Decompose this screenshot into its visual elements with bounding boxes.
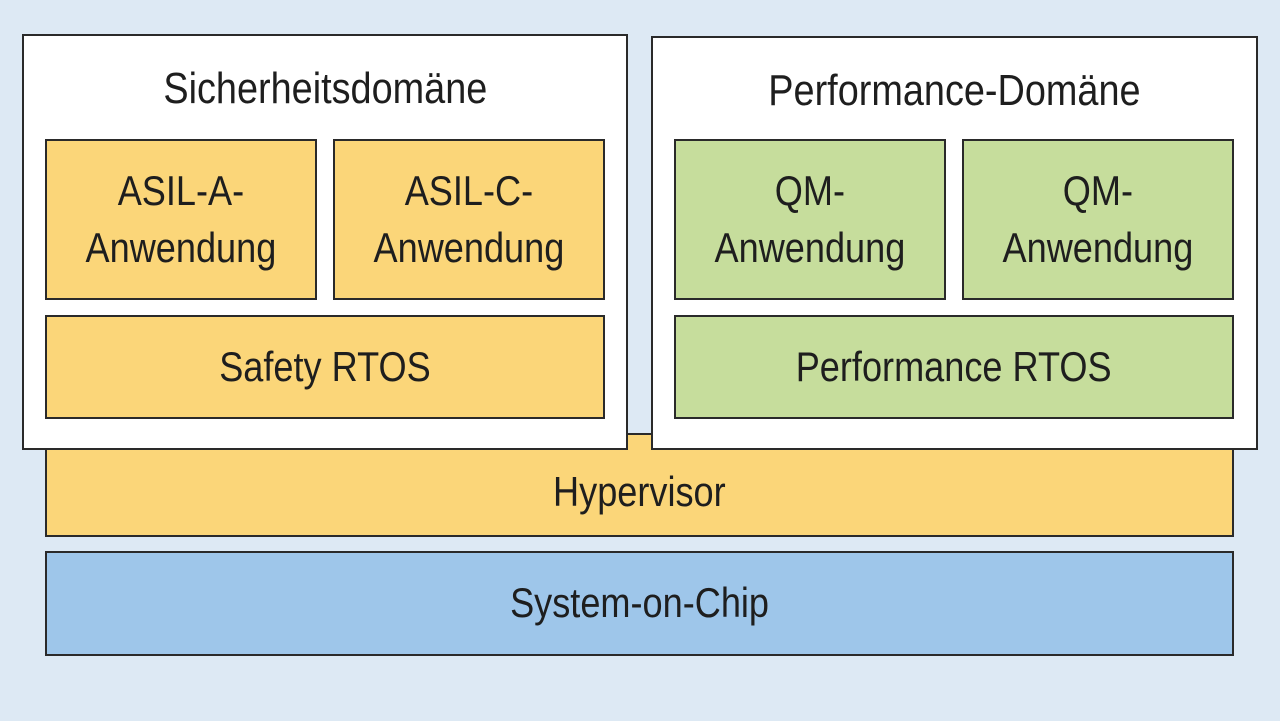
asil-c-app-line2: Anwendung: [373, 223, 565, 271]
qm-app-1: QM- Anwendung: [674, 139, 946, 300]
asil-c-app: ASIL-C- Anwendung: [333, 139, 605, 300]
qm-app-1-line1: QM-: [774, 166, 846, 214]
qm-app-1-line2: Anwendung: [714, 223, 906, 271]
hypervisor-label: Hypervisor: [553, 467, 726, 515]
qm-app-2-line1: QM-: [1062, 166, 1134, 214]
hypervisor-layer: Hypervisor: [45, 433, 1234, 537]
asil-c-app-line1: ASIL-C-: [404, 166, 534, 214]
asil-a-app-line2: Anwendung: [85, 223, 277, 271]
qm-app-2-line2: Anwendung: [1002, 223, 1194, 271]
qm-app-2: QM- Anwendung: [962, 139, 1234, 300]
safety-rtos: Safety RTOS: [45, 315, 605, 419]
safety-rtos-label: Safety RTOS: [219, 342, 431, 390]
soc-layer: System-on-Chip: [45, 551, 1234, 656]
performance-domain-title: Performance-Domäne: [768, 66, 1141, 115]
qm-app-2-label: QM- Anwendung: [1003, 163, 1194, 276]
safety-domain-title: Sicherheitsdomäne: [163, 64, 487, 113]
asil-a-app: ASIL-A- Anwendung: [45, 139, 317, 300]
performance-rtos-label: Performance RTOS: [796, 342, 1112, 390]
soc-label: System-on-Chip: [510, 579, 769, 627]
asil-c-app-label: ASIL-C- Anwendung: [374, 163, 565, 276]
qm-app-1-label: QM- Anwendung: [715, 163, 906, 276]
asil-a-app-line1: ASIL-A-: [117, 166, 245, 214]
performance-rtos: Performance RTOS: [674, 315, 1234, 419]
asil-a-app-label: ASIL-A- Anwendung: [86, 163, 277, 276]
